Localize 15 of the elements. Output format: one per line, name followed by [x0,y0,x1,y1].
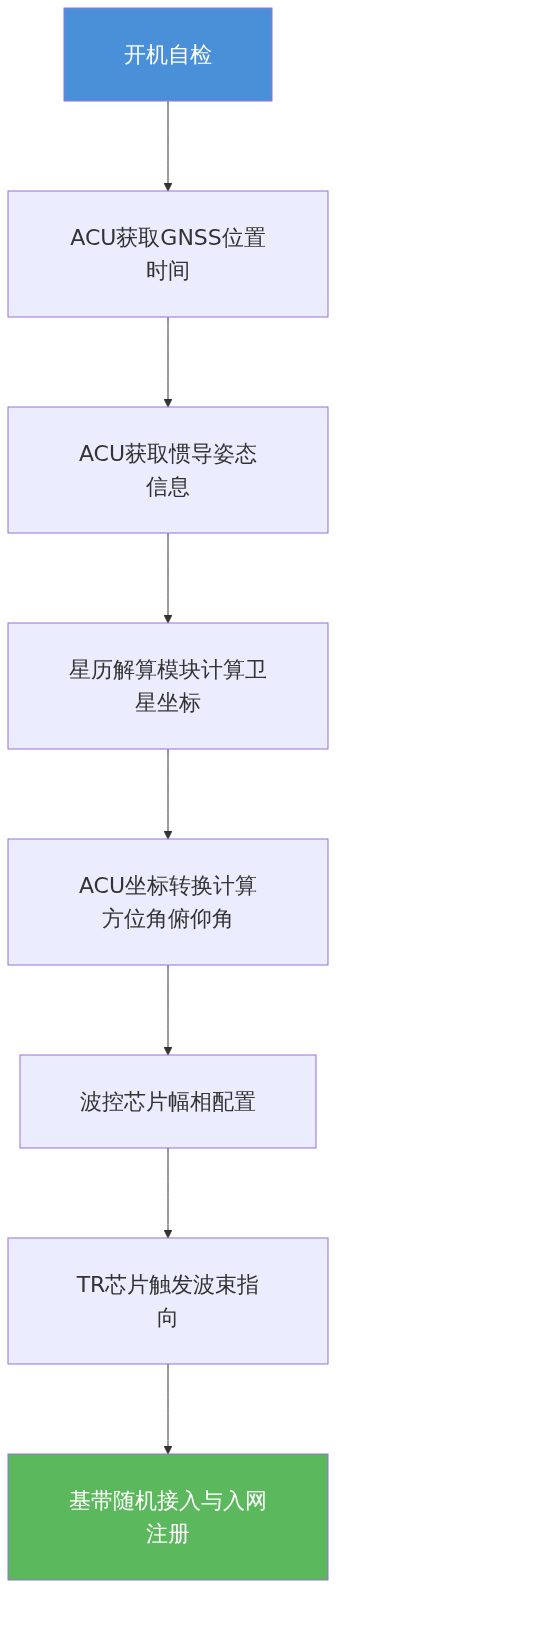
node-box: 波控芯片幅相配置 [19,1054,317,1149]
arrow [163,316,173,408]
arrow [163,100,173,192]
node-box: 开机自检 [63,7,273,102]
node-box: TR芯片触发波束指向 [7,1237,329,1365]
node-box: 星历解算模块计算卫星坐标 [7,622,329,750]
node-box: ACU获取惯导姿态信息 [7,406,329,534]
arrow [163,964,173,1056]
node-box: 基带随机接入与入网注册 [7,1453,329,1581]
arrow [163,532,173,624]
node-box: ACU坐标转换计算方位角俯仰角 [7,838,329,966]
arrow [163,1363,173,1455]
arrow [163,1147,173,1239]
arrow [163,748,173,840]
node-box: ACU获取GNSS位置时间 [7,190,329,318]
